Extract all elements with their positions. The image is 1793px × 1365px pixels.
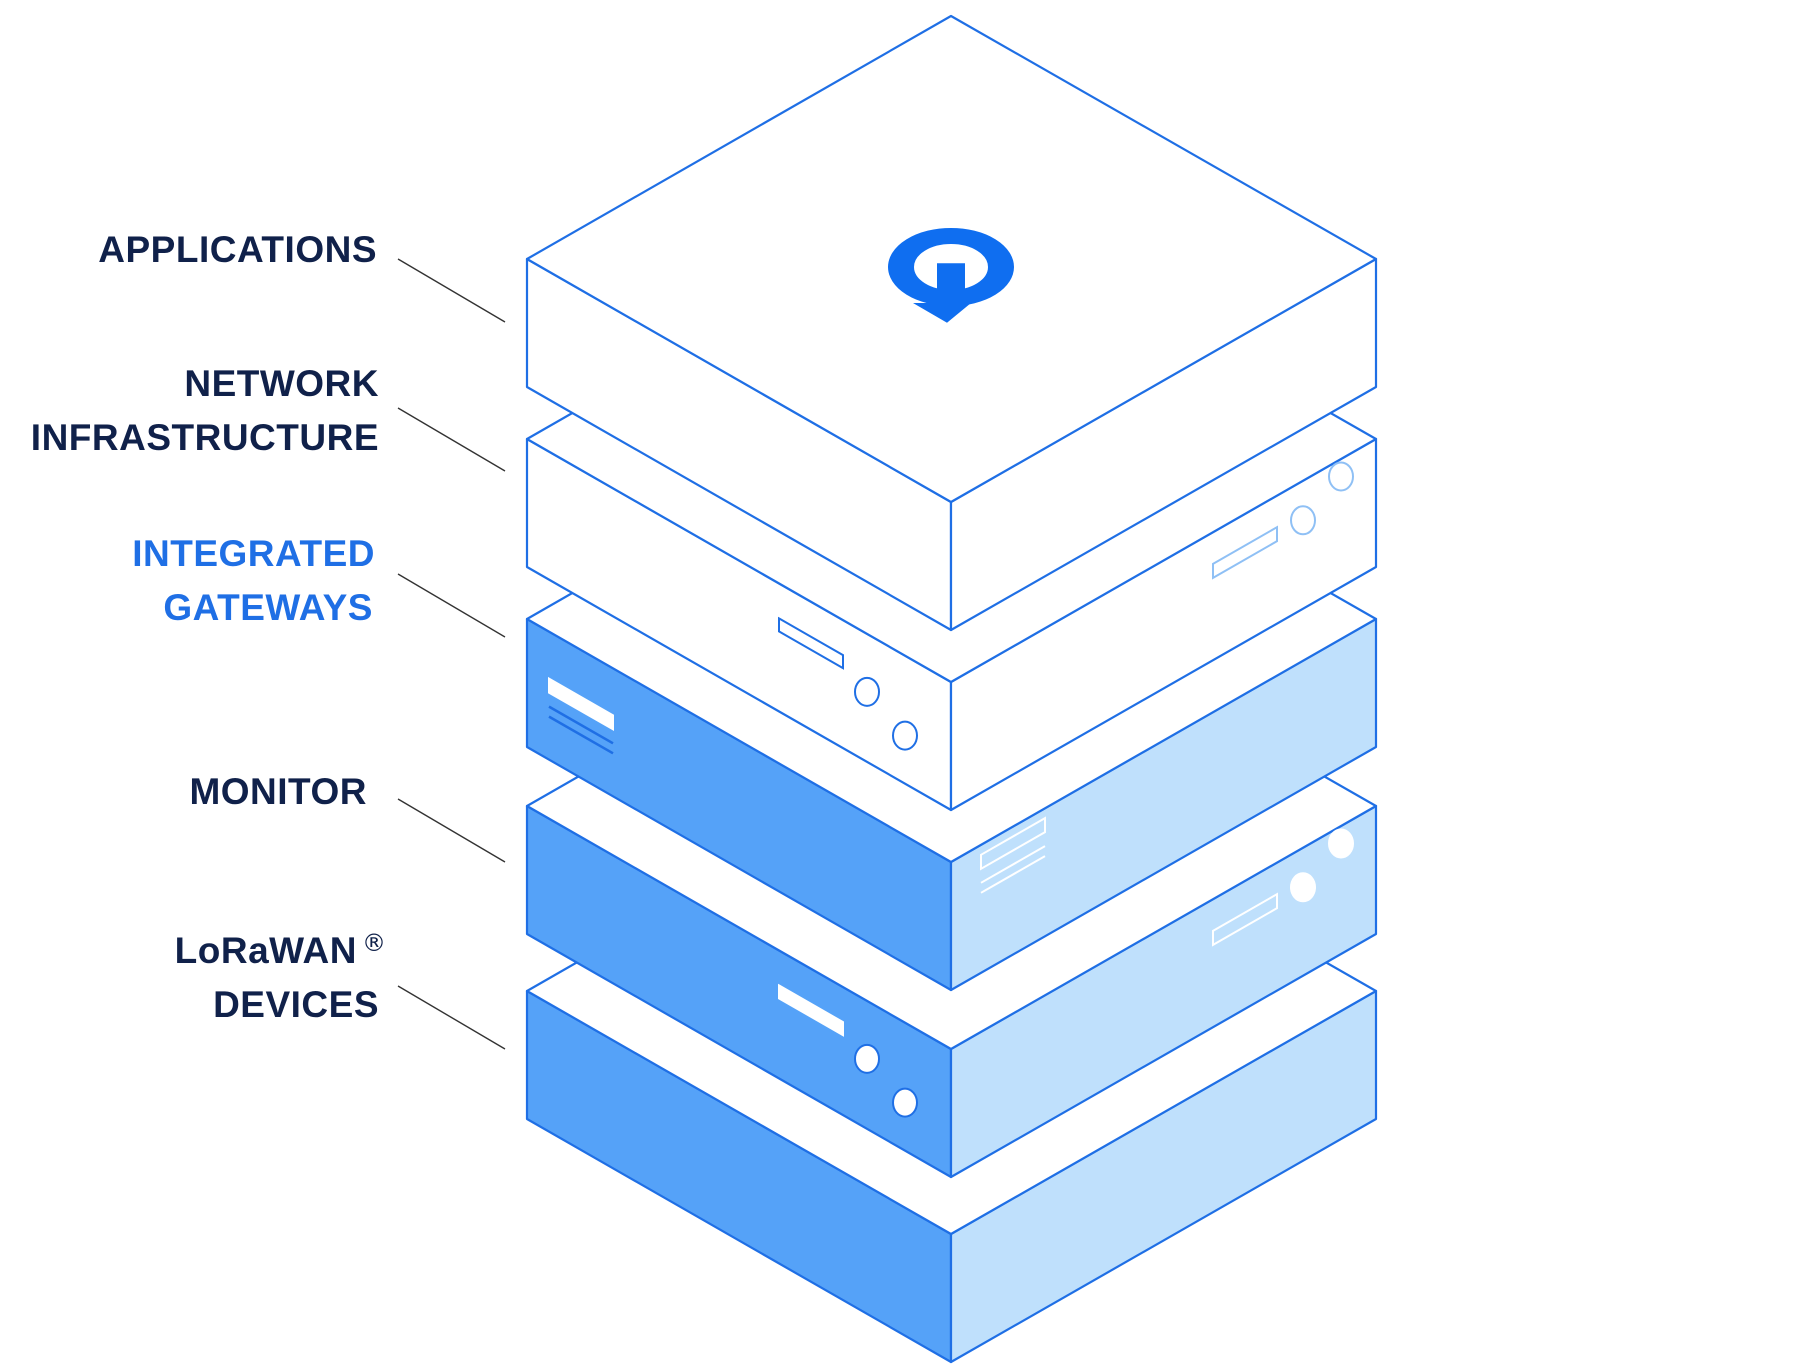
vent-lines-icon bbox=[980, 816, 1046, 871]
label-network-infrastructure-line-2: INFRASTRUCTURE bbox=[31, 417, 379, 458]
led-indicator-icon bbox=[892, 1087, 918, 1118]
led-indicator-icon bbox=[1328, 461, 1354, 492]
stacked-boxes bbox=[525, 14, 1378, 1364]
vent-lines-icon bbox=[980, 855, 1046, 894]
q-logo-icon bbox=[888, 227, 1014, 323]
leader-line-network-infrastructure bbox=[397, 407, 506, 472]
vent-lines-icon bbox=[548, 715, 614, 755]
led-indicator-icon bbox=[854, 676, 880, 707]
leader-lines bbox=[397, 258, 506, 1050]
led-indicator-icon bbox=[854, 1043, 880, 1074]
leader-line-applications bbox=[397, 258, 506, 323]
leader-line-integrated-gateways bbox=[397, 573, 506, 638]
port-slot-icon bbox=[778, 616, 844, 670]
port-slot-icon bbox=[1212, 892, 1278, 947]
label-applications-line-1: APPLICATIONS bbox=[98, 229, 377, 270]
led-indicator-icon bbox=[892, 720, 918, 751]
q-logo-tail bbox=[937, 263, 965, 308]
port-slot-icon bbox=[778, 983, 844, 1037]
vent-lines-icon bbox=[548, 676, 614, 732]
label-monitor-line-1: MONITOR bbox=[189, 771, 367, 812]
port-slot-icon bbox=[1212, 525, 1278, 580]
box-top-face bbox=[525, 14, 1378, 504]
box-applications bbox=[525, 14, 1378, 632]
led-indicator-icon bbox=[1290, 872, 1316, 903]
leader-line-monitor bbox=[397, 798, 506, 863]
label-integrated-gateways-line-1: INTEGRATED bbox=[132, 533, 375, 574]
label-lorawan-devices-line-2: DEVICES bbox=[213, 984, 379, 1025]
led-indicator-icon bbox=[1328, 828, 1354, 859]
vent-lines-icon bbox=[980, 845, 1046, 884]
vent-lines-icon bbox=[548, 705, 614, 745]
label-integrated-gateways-line-2: GATEWAYS bbox=[163, 587, 373, 628]
q-logo-tip bbox=[913, 302, 971, 323]
label-network-infrastructure-line-1: NETWORK bbox=[184, 363, 379, 404]
label-lorawan-registered-mark: ® bbox=[362, 929, 386, 957]
led-indicator-icon bbox=[1290, 505, 1316, 536]
layer-labels: APPLICATIONS NETWORK INFRASTRUCTURE INTE… bbox=[31, 229, 386, 1025]
leader-line-lorawan-devices bbox=[397, 985, 506, 1050]
label-lorawan-devices-line-1: LoRaWAN bbox=[175, 930, 357, 971]
